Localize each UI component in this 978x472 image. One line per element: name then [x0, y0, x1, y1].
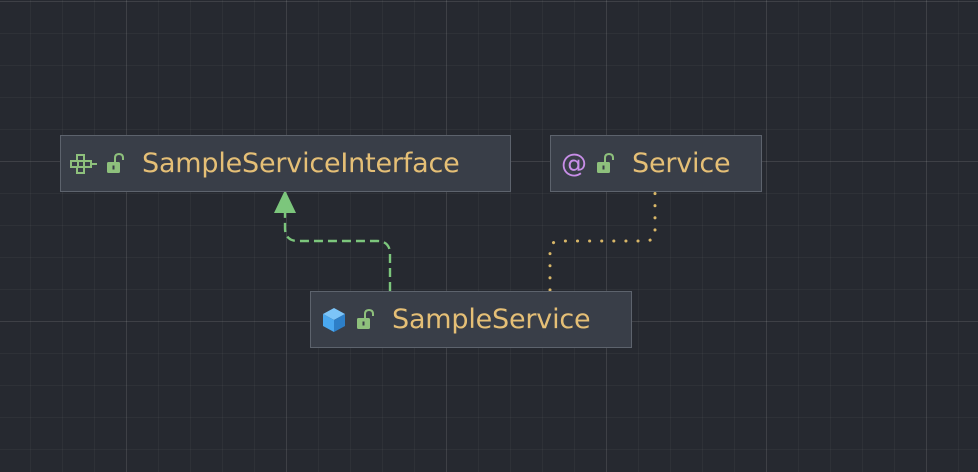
node-label: SampleServiceInterface	[142, 148, 460, 179]
lock-open-icon	[593, 152, 617, 176]
annotation-edge	[548, 189, 657, 292]
lock-open-icon	[353, 308, 377, 332]
implements-edge	[283, 213, 392, 291]
diagram-node-sample-service[interactable]: SampleService	[310, 291, 632, 348]
implements-arrowhead	[274, 190, 296, 213]
annotation-icon: @	[561, 148, 587, 179]
diagram-node-sample-service-interface[interactable]: SampleServiceInterface	[60, 135, 511, 192]
diagram-node-service[interactable]: @ Service	[550, 135, 762, 192]
lock-open-icon	[103, 152, 127, 176]
node-label: SampleService	[392, 304, 591, 335]
interface-icon	[69, 151, 99, 177]
node-label: Service	[632, 148, 731, 179]
class-icon	[319, 307, 349, 333]
